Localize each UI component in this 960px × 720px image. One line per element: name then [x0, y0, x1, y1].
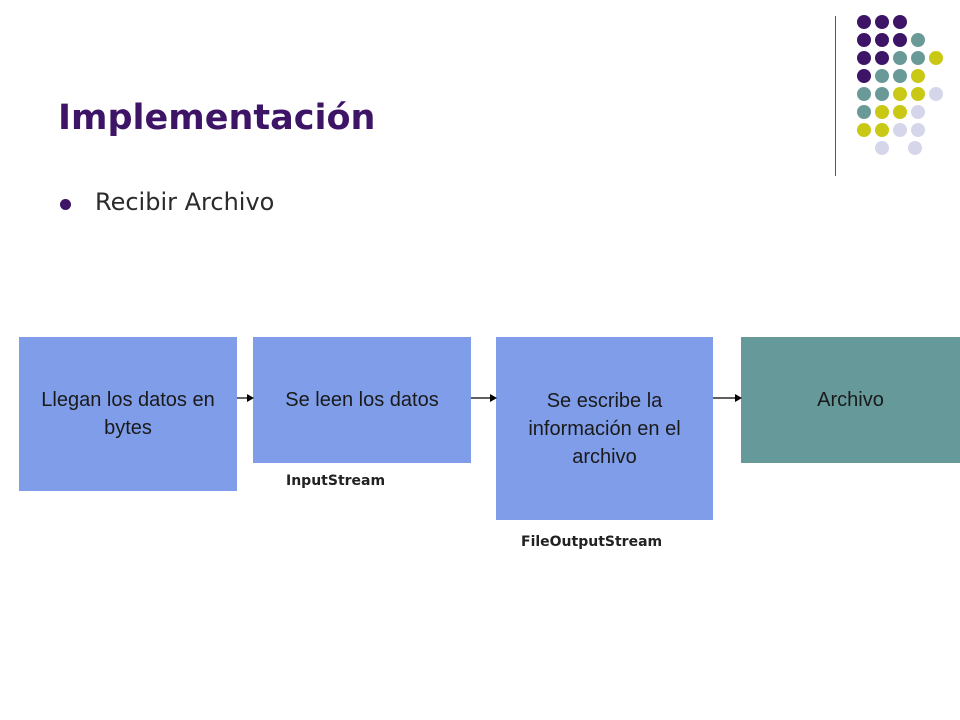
decor-dot-icon — [929, 51, 943, 65]
decor-dot-icon — [893, 51, 907, 65]
bullet-dot-icon — [60, 199, 71, 210]
box-file: Archivo — [741, 337, 960, 463]
decor-dot-icon — [875, 123, 889, 137]
box-bytes-arriving: Llegan los datos en bytes — [19, 337, 237, 491]
decor-dot-icon — [857, 87, 871, 101]
box-label: Llegan los datos en bytes — [41, 389, 215, 439]
decor-dot-icon — [857, 123, 871, 137]
box-read-data: Se leen los datos — [253, 337, 471, 463]
box-write-file: Se escribe la información en el archivo — [496, 337, 713, 520]
decor-dot-icon — [893, 69, 907, 83]
decor-dot-icon — [857, 15, 871, 29]
decor-dot-icon — [857, 51, 871, 65]
decor-dot-icon — [911, 123, 925, 137]
decor-dot-icon — [857, 69, 871, 83]
decor-dot-icon — [875, 69, 889, 83]
box-label: Archivo — [817, 389, 884, 411]
decor-dot-icon — [893, 105, 907, 119]
box-label: Se leen los datos — [285, 389, 439, 411]
slide-title: Implementación — [58, 98, 376, 138]
decor-dot-icon — [911, 105, 925, 119]
decor-dot-icon — [911, 87, 925, 101]
decor-dot-icon — [893, 87, 907, 101]
decor-dot-icon — [911, 69, 925, 83]
decor-dot-icon — [908, 141, 922, 155]
decor-dot-icon — [875, 141, 889, 155]
decor-dot-icon — [875, 51, 889, 65]
decor-dot-icon — [893, 123, 907, 137]
decor-dot-icon — [893, 15, 907, 29]
bullet-text: Recibir Archivo — [95, 188, 275, 216]
caption-fileoutputstream: FileOutputStream — [521, 534, 663, 550]
arrow-icon — [237, 394, 254, 402]
decor-dot-icon — [875, 15, 889, 29]
decorative-divider-line — [835, 16, 836, 176]
box-label: Se escribe la información en el archivo — [528, 389, 681, 468]
decor-dot-icon — [911, 51, 925, 65]
decor-dot-icon — [875, 105, 889, 119]
arrow-icon — [471, 394, 497, 402]
decor-dot-icon — [911, 33, 925, 47]
arrow-icon — [713, 394, 742, 402]
decor-dot-icon — [875, 33, 889, 47]
decor-dot-icon — [857, 33, 871, 47]
decor-dot-icon — [893, 33, 907, 47]
decor-dot-icon — [929, 87, 943, 101]
decor-dot-icon — [857, 105, 871, 119]
caption-inputstream: InputStream — [286, 473, 386, 489]
decor-dot-icon — [875, 87, 889, 101]
